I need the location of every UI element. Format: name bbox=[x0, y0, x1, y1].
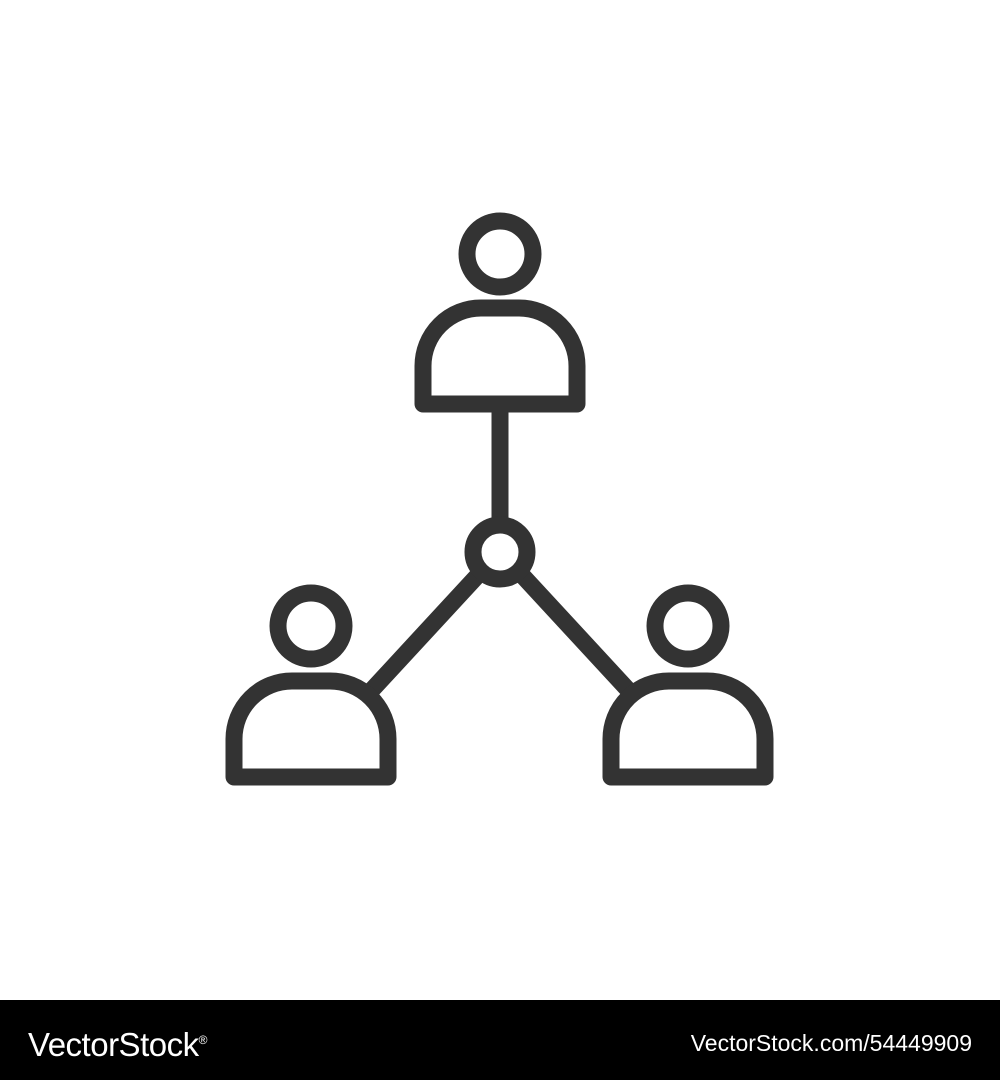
people-network-icon bbox=[225, 212, 774, 786]
icon-canvas bbox=[225, 212, 774, 786]
connector-line-right bbox=[512, 565, 639, 701]
person-head-top bbox=[458, 212, 542, 296]
image-id: VectorStock.com/54449909 bbox=[690, 1030, 972, 1056]
person-icon-top bbox=[414, 212, 586, 413]
person-icon-left bbox=[225, 584, 397, 786]
person-body-left bbox=[225, 672, 397, 786]
person-head-right bbox=[646, 584, 730, 668]
watermark-footer: VectorStock® VectorStock.com/54449909 bbox=[0, 1000, 1000, 1080]
brand-name: VectorStock bbox=[28, 1026, 199, 1063]
connector-line-left bbox=[361, 565, 488, 701]
person-body-right bbox=[602, 672, 774, 786]
person-head-left bbox=[269, 584, 353, 668]
connector-lines bbox=[361, 404, 639, 701]
person-body-top bbox=[414, 299, 586, 413]
brand-logo: VectorStock® bbox=[28, 1020, 207, 1065]
hub-node-icon bbox=[464, 516, 536, 588]
registered-mark: ® bbox=[198, 1033, 208, 1047]
person-icon-right bbox=[602, 584, 774, 786]
